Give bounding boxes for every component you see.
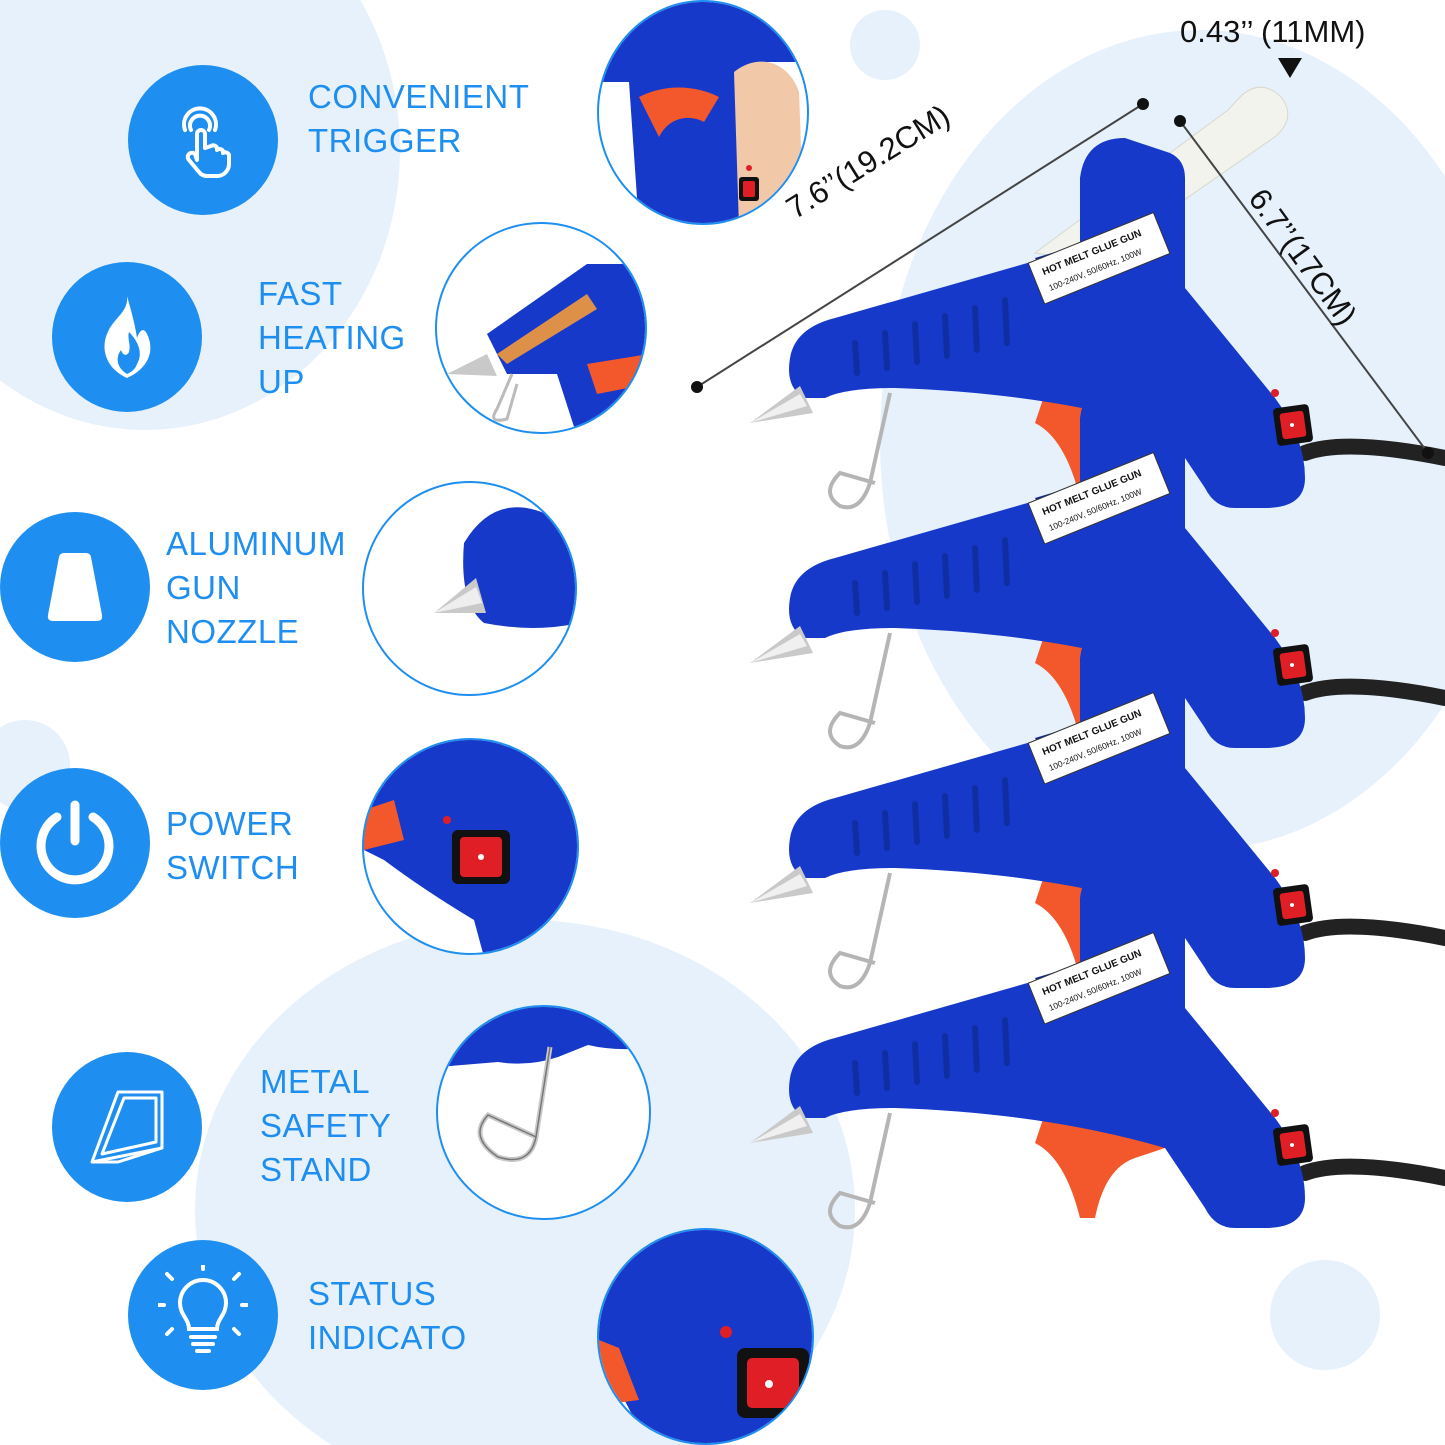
touch-hand-icon bbox=[182, 106, 231, 178]
feature-icon-nozzle bbox=[0, 512, 150, 662]
nozzle-icon bbox=[47, 553, 103, 621]
power-switch-closeup-art bbox=[364, 740, 577, 953]
feature-label-line: UP bbox=[258, 363, 305, 400]
lightbulb-icon bbox=[158, 1265, 248, 1353]
stand-icon bbox=[90, 1090, 164, 1164]
feature-label-line: CONVENIENT bbox=[308, 78, 530, 115]
feature-icon-heating bbox=[52, 262, 202, 412]
feature-label-line: INDICATO bbox=[308, 1319, 467, 1356]
feature-label-line: METAL bbox=[260, 1063, 371, 1100]
feature-label-line: STATUS bbox=[308, 1275, 437, 1312]
nozzle-closeup-art bbox=[434, 507, 575, 628]
feature-label-line: TRIGGER bbox=[308, 122, 462, 159]
nozzle-closeup bbox=[362, 481, 577, 696]
feature-label-trigger: CONVENIENT TRIGGER bbox=[308, 75, 529, 163]
stand-closeup-art bbox=[438, 1007, 649, 1162]
feature-label-heating: FAST HEATING UP bbox=[258, 272, 406, 404]
heating-closeup bbox=[435, 222, 647, 434]
heating-closeup-art bbox=[447, 264, 645, 432]
feature-label-power: POWER SWITCH bbox=[166, 802, 299, 890]
feature-label-stand: METAL SAFETY STAND bbox=[260, 1060, 391, 1192]
stand-closeup bbox=[436, 1005, 651, 1220]
glue-gun bbox=[750, 858, 1445, 1228]
background-blob bbox=[1270, 1260, 1380, 1370]
feature-icon-trigger bbox=[128, 65, 278, 215]
feature-label-line: HEATING bbox=[258, 319, 406, 356]
feature-label-line: FAST bbox=[258, 275, 343, 312]
background-blob bbox=[850, 10, 920, 80]
feature-icon-status bbox=[128, 1240, 278, 1390]
feature-label-status: STATUS INDICATO bbox=[308, 1272, 467, 1360]
feature-label-line: SAFETY bbox=[260, 1107, 392, 1144]
feature-icon-power bbox=[0, 768, 150, 918]
power-icon bbox=[36, 800, 114, 885]
feature-label-nozzle: ALUMINUM GUN NOZZLE bbox=[166, 522, 346, 654]
feature-label-line: ALUMINUM bbox=[166, 525, 347, 562]
stick-pointer-arrow bbox=[1278, 58, 1302, 78]
feature-label-line: NOZZLE bbox=[166, 613, 300, 650]
feature-icon-stand bbox=[52, 1052, 202, 1202]
feature-label-line: POWER bbox=[166, 805, 294, 842]
stick-diameter-label: 0.43’’ (11MM) bbox=[1180, 14, 1366, 49]
feature-label-line: SWITCH bbox=[166, 849, 300, 886]
height-dimension-line bbox=[1179, 120, 1429, 454]
flame-icon bbox=[104, 296, 151, 378]
feature-label-line: GUN bbox=[166, 569, 241, 606]
power-switch-closeup bbox=[362, 738, 579, 955]
length-dimension-line bbox=[696, 103, 1144, 388]
feature-label-line: STAND bbox=[260, 1151, 372, 1188]
